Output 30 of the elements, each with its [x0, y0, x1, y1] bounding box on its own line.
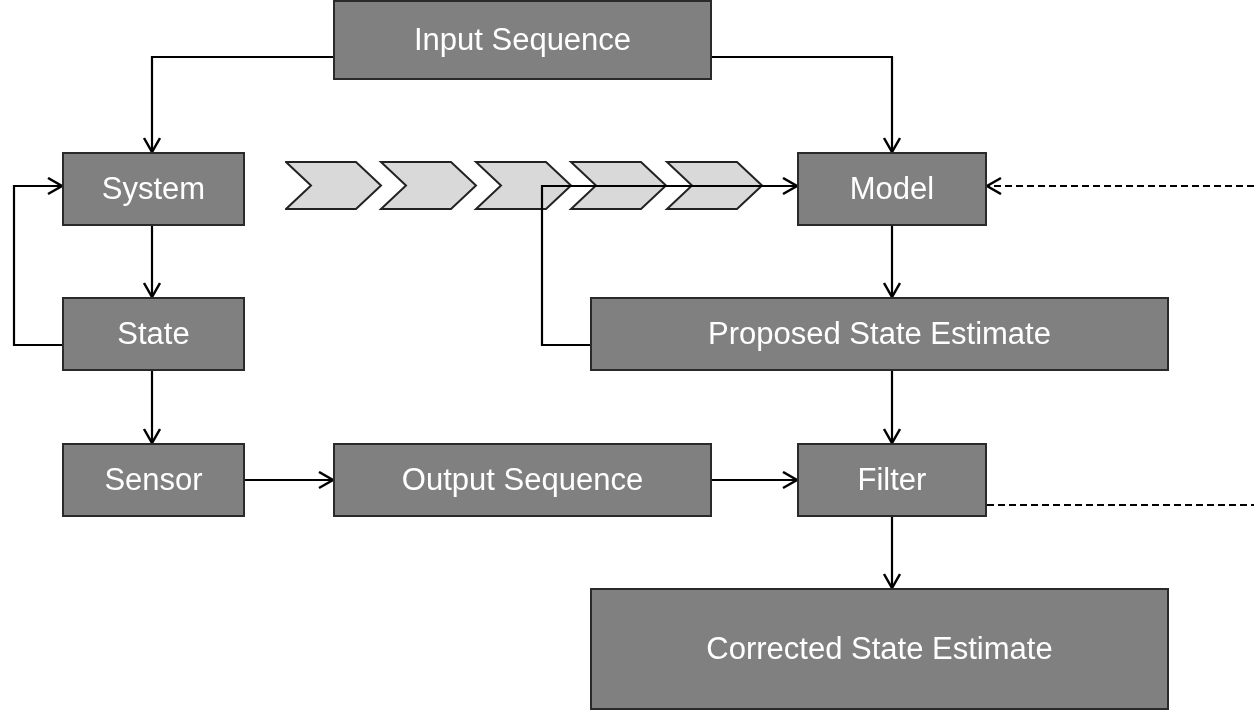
process-box [590, 297, 1169, 371]
arrow [142, 55, 333, 154]
box-label: Input Sequence [413, 22, 632, 58]
process-box [797, 443, 987, 517]
arrow [540, 176, 799, 347]
box-label: State [117, 316, 190, 352]
box-label: Filter [857, 462, 927, 498]
box-label: Sensor [104, 462, 203, 498]
arrow [12, 176, 64, 347]
arrow [882, 226, 902, 299]
process-box [62, 297, 245, 371]
process-box [62, 443, 245, 517]
dashed-arrow [985, 176, 1254, 196]
box-label: Model [849, 171, 935, 207]
arrow [882, 371, 902, 445]
arrow [712, 55, 902, 154]
arrow [142, 371, 162, 445]
arrow [712, 470, 799, 490]
process-box [590, 588, 1169, 710]
box-label: Proposed State Estimate [708, 316, 1051, 352]
box-label: Output Sequence [401, 462, 644, 498]
box-label: Corrected State Estimate [706, 631, 1053, 667]
arrow [142, 226, 162, 299]
box-label: System [101, 171, 206, 207]
process-box [797, 152, 987, 226]
process-box [333, 0, 712, 80]
arrow [245, 470, 335, 490]
process-box [333, 443, 712, 517]
arrow [882, 517, 902, 590]
process-box [62, 152, 245, 226]
